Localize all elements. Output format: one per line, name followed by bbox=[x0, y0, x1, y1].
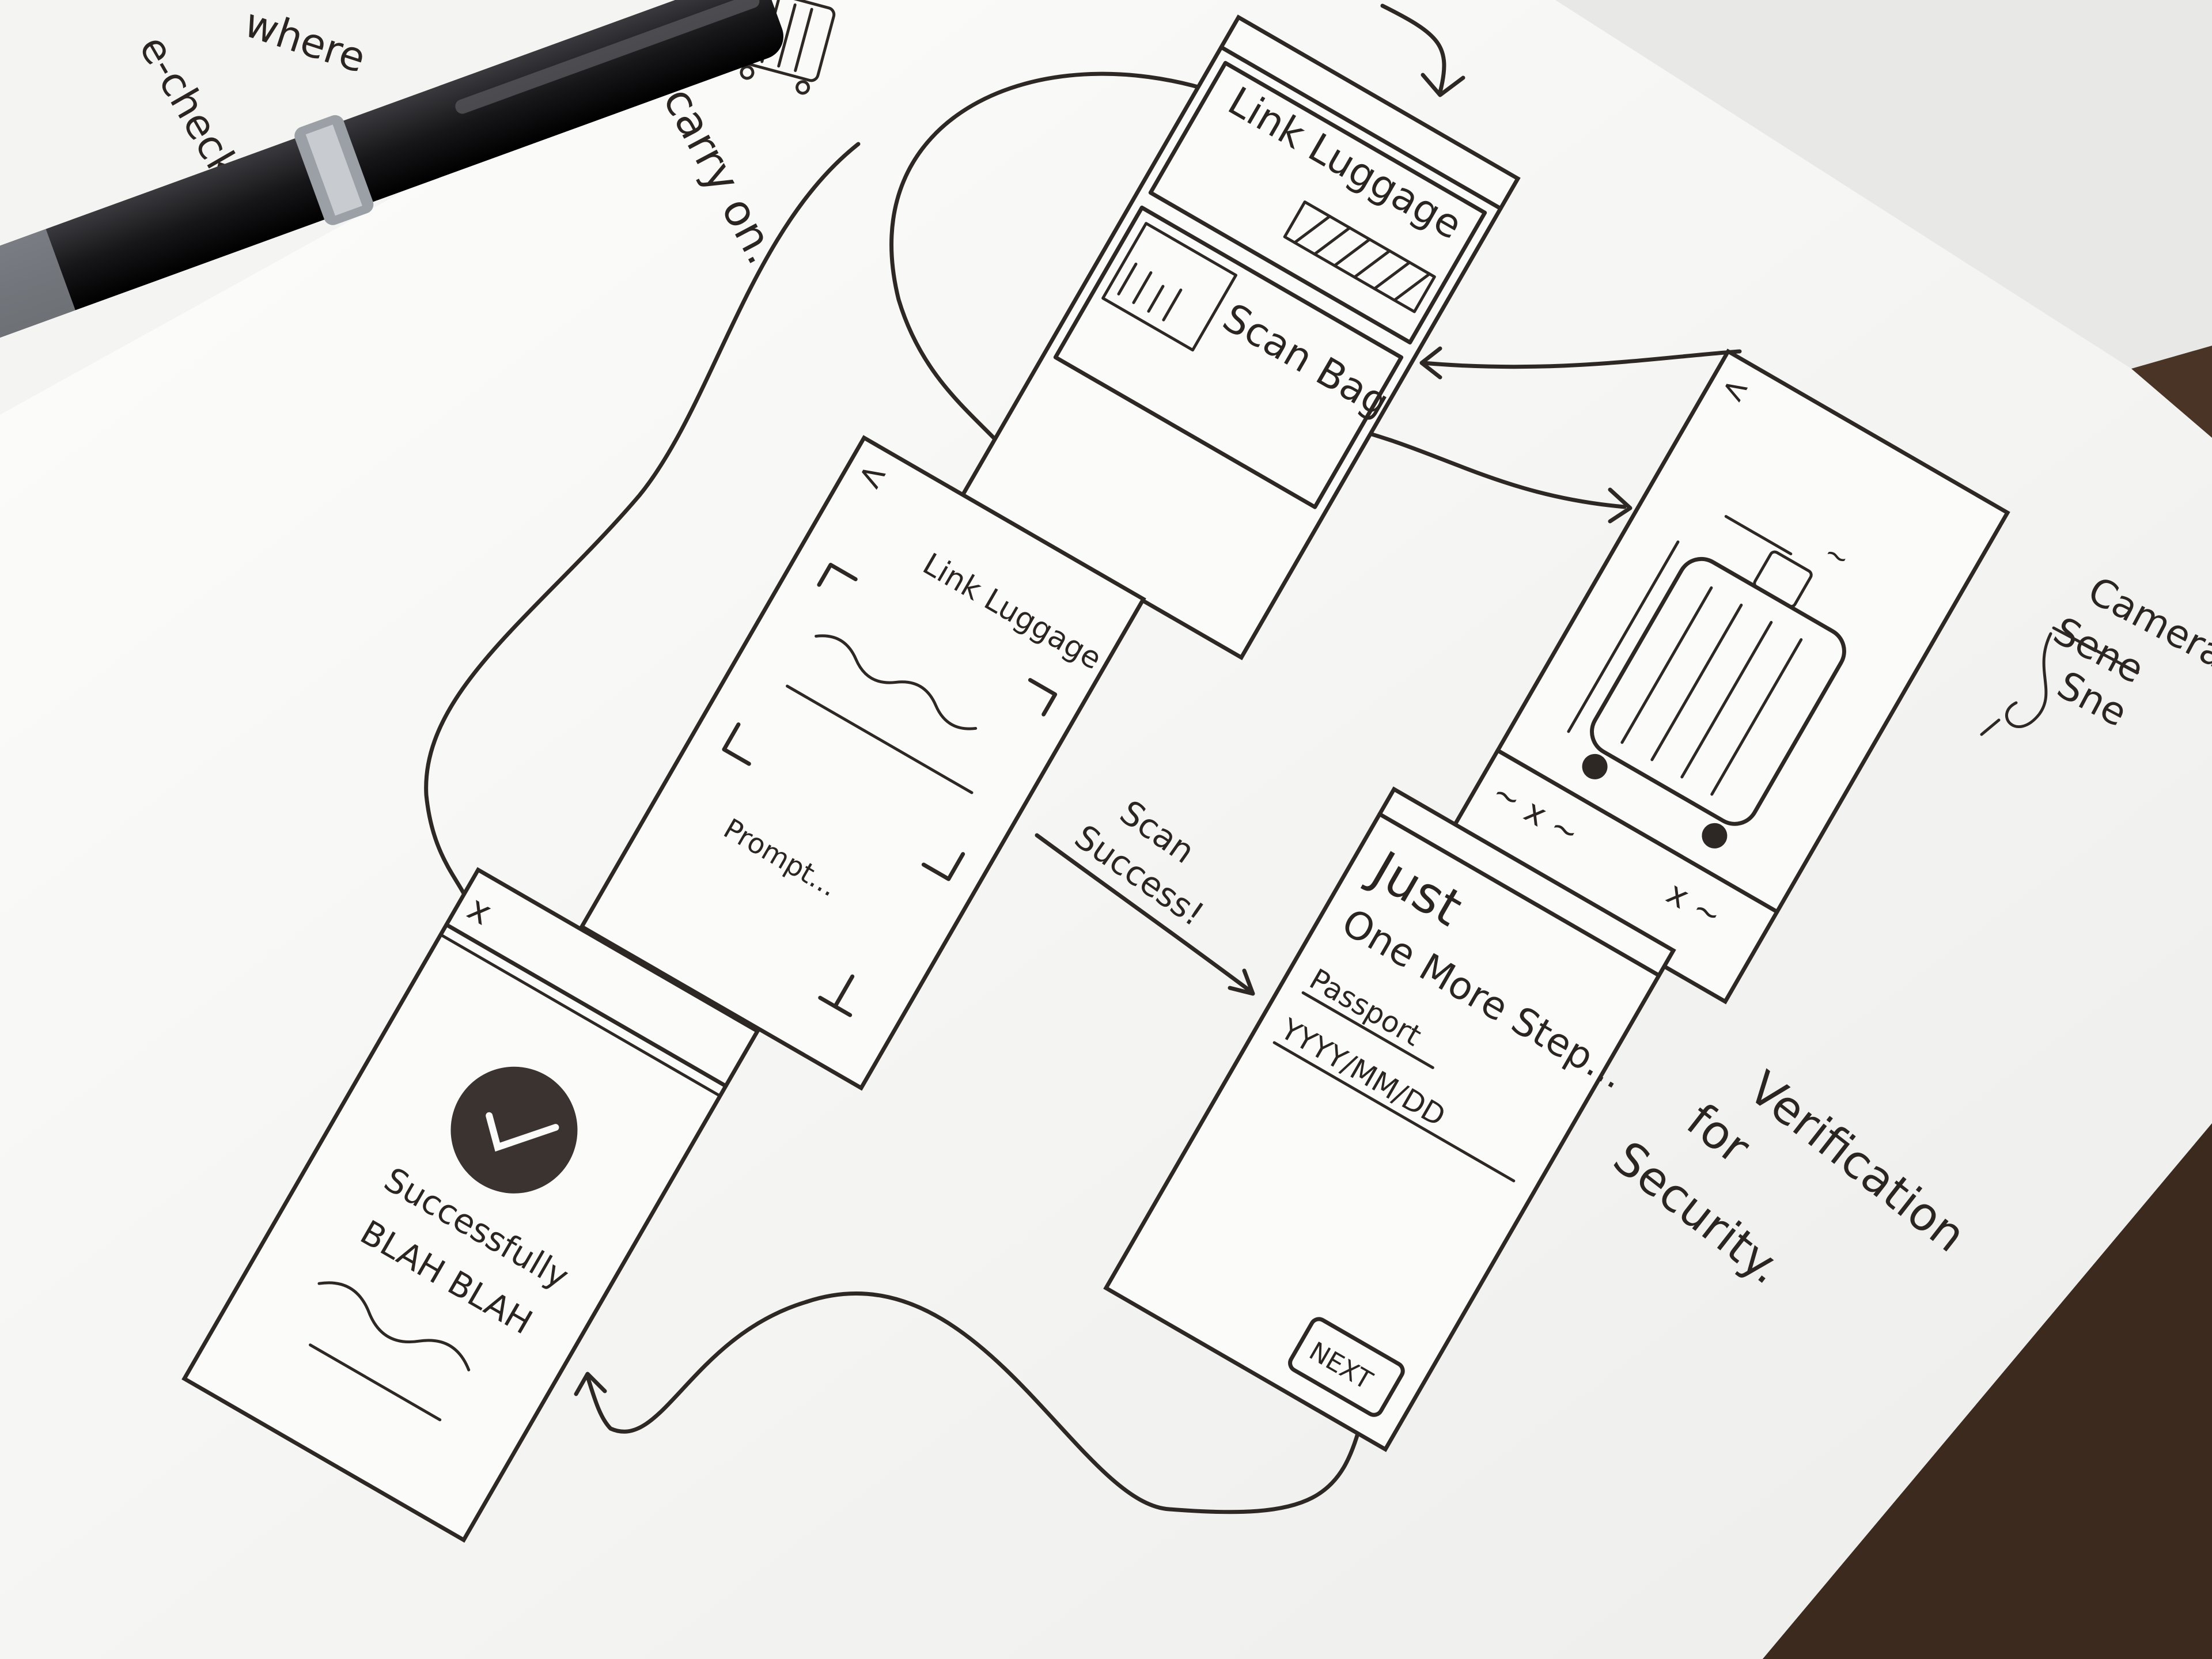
scan-viewfinder bbox=[722, 563, 1058, 881]
pen bbox=[0, 0, 783, 366]
screen-verification: Just One More Step... Passport YYYY/MM/D… bbox=[1103, 786, 1676, 1452]
screen-camera: < ~ ~ x ~ x ~ bbox=[1443, 349, 2010, 1005]
screen-success: x Successfully BLAH BLAH bbox=[181, 867, 760, 1543]
screen-scan: < Link Luggage Prompt... bbox=[579, 435, 1146, 1091]
page-edge-shadow bbox=[1763, 1123, 2212, 1659]
success-check-icon bbox=[450, 1066, 578, 1194]
flow-connectors bbox=[424, 3, 2052, 1514]
barcode-icon bbox=[1101, 222, 1238, 352]
